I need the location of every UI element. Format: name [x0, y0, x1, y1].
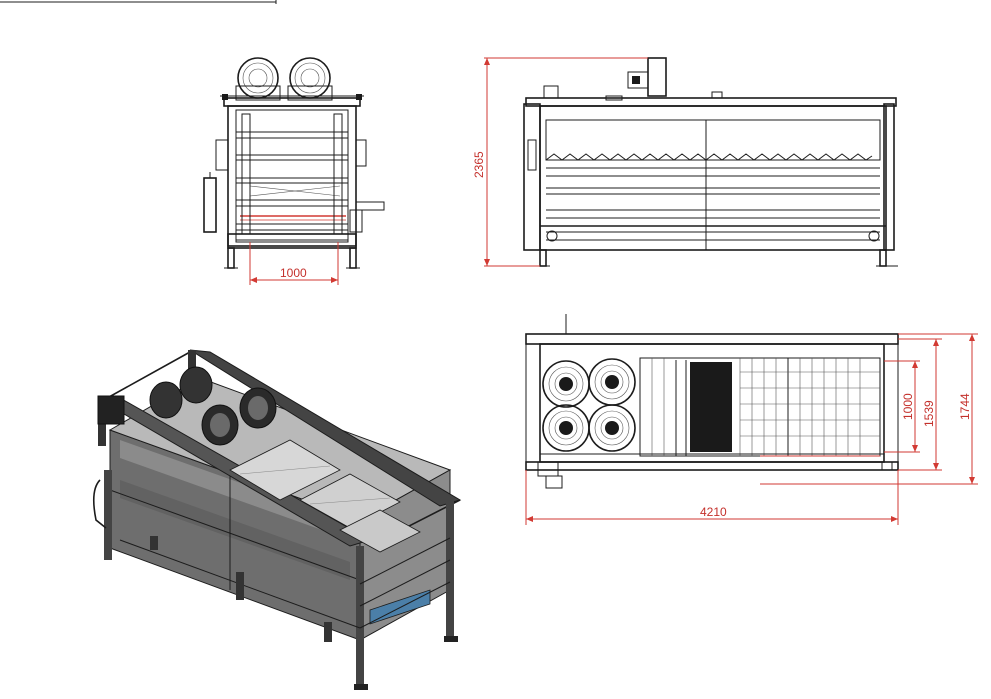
fan-right [287, 57, 333, 101]
top-outer-label: 1744 [958, 393, 972, 420]
top-inner-label: 1000 [901, 393, 915, 420]
top-fan-4 [588, 404, 636, 452]
front-width-dimension: 1000 [249, 242, 339, 285]
top-middle-label: 1539 [922, 400, 936, 427]
sheet-tab [0, 0, 277, 4]
side-height-label: 2365 [472, 151, 486, 178]
top-middle-dimension: 1539 [898, 338, 942, 471]
fan-left [235, 57, 281, 101]
top-grid [540, 357, 884, 457]
side-height-dimension: 2365 [472, 57, 648, 267]
front-width-label: 1000 [280, 266, 307, 280]
top-inner-dimension: 1000 [884, 360, 920, 453]
front-shelves [236, 131, 348, 231]
top-fan-3 [542, 404, 590, 452]
side-view [523, 57, 898, 267]
top-length-dimension: 4210 [525, 470, 899, 525]
top-view [525, 314, 899, 489]
top-length-label: 4210 [700, 505, 727, 519]
top-fan-2 [588, 358, 636, 406]
top-outer-dimension: 1744 [760, 333, 978, 485]
iso-trays [229, 439, 421, 553]
iso-fans [149, 366, 277, 446]
isometric-view [92, 349, 462, 690]
front-view [203, 57, 385, 269]
top-fan-1 [542, 360, 590, 408]
